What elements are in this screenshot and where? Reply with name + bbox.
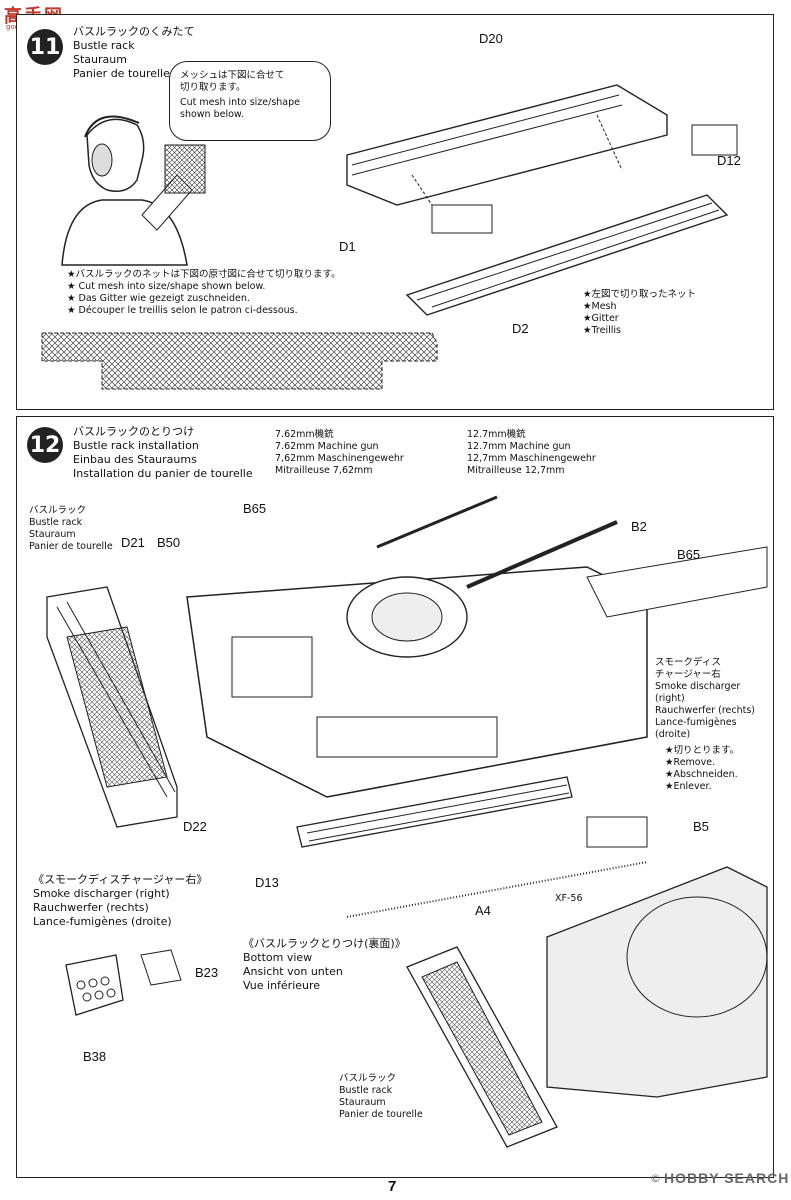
step-11-title-de: Stauraum	[73, 53, 127, 66]
smoke-fr: Lance-fumigènes (droite)	[655, 717, 737, 740]
bubble-en-2: shown below.	[180, 109, 244, 120]
smoke2-fr: Lance-fumigènes (droite)	[33, 915, 172, 928]
bubble-jp-2: 切り取ります。	[180, 82, 246, 93]
step-12-title-jp: バスルラックのとりつけ	[73, 425, 195, 438]
part-b65a-label: B65	[243, 501, 267, 516]
part-a4-label: A4	[475, 903, 491, 918]
remove-en: ★Remove.	[665, 757, 716, 768]
bustle-rack-jp: バスルラック	[29, 505, 87, 516]
step-11-title-jp: バスルラックのくみたて	[73, 25, 195, 38]
mg-762-callout: 7.62mm機銃 7.62mm Machine gun 7,62mm Masch…	[275, 429, 404, 477]
part-b5-label: B5	[693, 819, 709, 834]
soldier-illustration	[61, 115, 206, 266]
part-d20-label: D20	[479, 31, 503, 46]
mg-762-de: 7,62mm Maschinengewehr	[275, 453, 404, 464]
part-b38-label: B38	[83, 1049, 107, 1064]
mg-127-callout: 12.7mm機銃 12.7mm Machine gun 12,7mm Masch…	[467, 429, 596, 477]
bustle-rack-assembly-drawing	[346, 84, 738, 316]
mg-127-en: 12.7mm Machine gun	[467, 441, 571, 452]
step-12-title-fr: Installation du panier de tourelle	[73, 467, 253, 480]
part-b2-label: B2	[631, 519, 647, 534]
smoke2-de: Rauchwerfer (rechts)	[33, 901, 149, 914]
mesh-note-jp: ★左図で切り取ったネット	[583, 289, 697, 300]
step-11-number: 11	[27, 29, 63, 65]
mg-762-jp: 7.62mm機銃	[275, 429, 334, 440]
mg-127-de: 12,7mm Maschinengewehr	[467, 453, 596, 464]
part-d1-label: D1	[339, 239, 356, 254]
remove-de: ★Abschneiden.	[665, 769, 738, 780]
step-11-title-fr: Panier de tourelle	[73, 67, 170, 80]
hobby-search-watermark: © HOBBY SEARCH	[650, 1170, 789, 1186]
watermark-text: HOBBY SEARCH	[664, 1170, 790, 1186]
bottom-jp: 《バスルラックとりつけ(裏面)》	[243, 937, 406, 950]
copyright-icon: ©	[650, 1171, 661, 1185]
part-d12-label: D12	[717, 153, 741, 168]
bustle-rack-de: Stauraum	[29, 529, 76, 540]
step-12-title-en: Bustle rack installation	[73, 439, 199, 452]
mg-127-jp: 12.7mm機銃	[467, 429, 526, 440]
bustle-rack-fr: Panier de tourelle	[29, 541, 113, 552]
part-d2-label: D2	[512, 321, 529, 336]
step-11-panel: 11 バスルラックのくみたて Bustle rack Stauraum Pani…	[16, 14, 774, 410]
page-number: 7	[388, 1178, 397, 1195]
step-12-title: Bustle rack installation Einbau des Stau…	[73, 439, 253, 481]
bustle2-de: Stauraum	[339, 1097, 386, 1108]
smoke2-en: Smoke discharger (right)	[33, 887, 170, 900]
part-b50-label: B50	[157, 535, 181, 550]
part-b23-label: B23	[195, 965, 219, 980]
speech-bubble: メッシュは下図に合せて 切り取ります。 Cut mesh into size/s…	[169, 61, 331, 141]
smoke-discharger-drawing	[65, 949, 182, 1016]
bubble-jp-1: メッシュは下図に合せて	[180, 70, 285, 81]
cut-note-en: ★ Cut mesh into size/shape shown below.	[67, 281, 266, 292]
cut-note-fr: ★ Découper le treillis selon le patron c…	[67, 305, 298, 316]
mg-127-fr: Mitrailleuse 12,7mm	[467, 465, 565, 476]
mg-762-fr: Mitrailleuse 7,62mm	[275, 465, 373, 476]
step-11-title-en: Bustle rack	[73, 39, 135, 52]
remove-jp: ★切りとります。	[665, 745, 740, 756]
turret-assembly-drawing	[46, 495, 768, 918]
bustle-rack-bottom-callout: バスルラック Bustle rack Stauraum Panier de to…	[339, 1073, 423, 1121]
part-b65b-label: B65	[677, 547, 701, 562]
mesh-note-de: ★Gitter	[583, 313, 619, 324]
smoke-jp-2: チャージャー右	[655, 669, 721, 680]
part-d13-label: D13	[255, 875, 279, 890]
cut-instructions: ★バスルラックのネットは下図の原寸図に合せて切り取ります。 ★ Cut mesh…	[67, 269, 341, 317]
bustle2-en: Bustle rack	[339, 1085, 393, 1096]
bustle2-fr: Panier de tourelle	[339, 1109, 423, 1120]
remove-note: ★切りとります。 ★Remove. ★Abschneiden. ★Enlever…	[665, 745, 739, 793]
smoke-en: Smoke discharger (right)	[655, 681, 741, 704]
step-12-panel: 12 バスルラックのとりつけ Bustle rack installation …	[16, 416, 774, 1178]
bottom-de: Ansicht von unten	[243, 965, 343, 978]
paint-xf56-label: XF-56	[555, 893, 583, 904]
step-11-title: Bustle rack Stauraum Panier de tourelle	[73, 39, 170, 81]
remove-fr: ★Enlever.	[665, 781, 712, 792]
mg-762-en: 7.62mm Machine gun	[275, 441, 379, 452]
mesh-note-en: ★Mesh	[583, 301, 617, 312]
mesh-note-fr: ★Treillis	[583, 325, 621, 336]
bottom-view-title: 《バスルラックとりつけ(裏面)》 Bottom view Ansicht von…	[243, 937, 406, 993]
smoke2-jp: 《スモークディスチャージャー右》	[33, 873, 208, 886]
bottom-view-drawing	[406, 866, 768, 1148]
bustle2-jp: バスルラック	[339, 1073, 397, 1084]
part-d22-label: D22	[183, 819, 207, 834]
bubble-en-1: Cut mesh into size/shape	[180, 97, 300, 108]
smoke-discharger-detail-title: 《スモークディスチャージャー右》 Smoke discharger (right…	[33, 873, 207, 929]
step-12-title-de: Einbau des Stauraums	[73, 453, 197, 466]
mesh-note: ★左図で切り取ったネット ★Mesh ★Gitter ★Treillis	[583, 289, 696, 337]
step-12-number: 12	[27, 427, 63, 463]
mesh-cut-template	[41, 332, 438, 390]
smoke-de: Rauchwerfer (rechts)	[655, 705, 755, 716]
cut-note-jp: ★バスルラックのネットは下図の原寸図に合せて切り取ります。	[67, 269, 341, 280]
part-d21-label: D21	[121, 535, 145, 550]
bustle-rack-en: Bustle rack	[29, 517, 83, 528]
bottom-en: Bottom view	[243, 951, 313, 964]
bottom-fr: Vue inférieure	[243, 979, 321, 992]
bustle-rack-callout: バスルラック Bustle rack Stauraum Panier de to…	[29, 505, 113, 553]
smoke-discharger-callout: スモークディス チャージャー右 Smoke discharger (right)…	[655, 657, 773, 741]
smoke-jp-1: スモークディス	[655, 657, 721, 668]
cut-note-de: ★ Das Gitter wie gezeigt zuschneiden.	[67, 293, 250, 304]
